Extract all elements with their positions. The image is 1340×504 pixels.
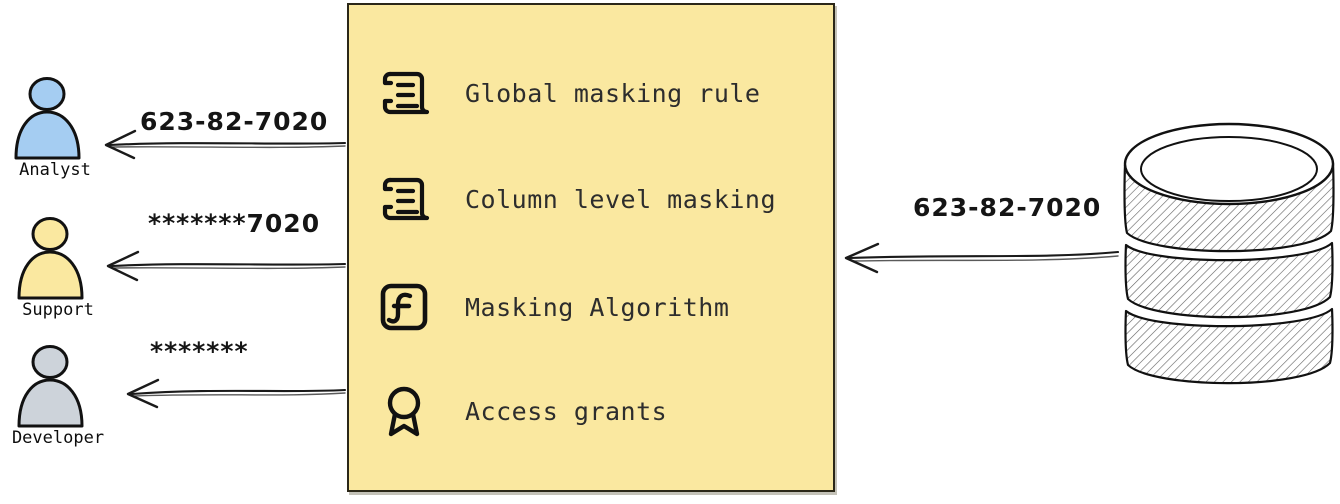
ribbon-award-icon — [387, 386, 421, 437]
flow-label-developer: ******* — [150, 337, 249, 366]
flow-label-support: *******7020 — [148, 209, 321, 238]
actor-label: Support — [22, 300, 94, 320]
actor-developer[interactable]: Developer — [3, 340, 113, 448]
flow-label-database: 623-82-7020 — [913, 193, 1102, 222]
arrow-to-support — [106, 250, 347, 282]
person-icon — [17, 345, 84, 428]
actor-label: Developer — [11, 428, 105, 448]
person-icon — [17, 217, 84, 300]
policy-panel: Global masking rule Column level masking — [347, 3, 835, 492]
scroll-icon — [382, 177, 430, 221]
policy-item-label: Global masking rule — [465, 78, 761, 108]
policy-item[interactable]: Global masking rule — [377, 63, 760, 123]
policy-list: Global masking rule Column level masking — [349, 5, 833, 490]
function-box-icon — [380, 283, 428, 331]
policy-item[interactable]: Access grants — [377, 381, 667, 441]
actor-label: Analyst — [19, 160, 91, 180]
arrow-db-to-panel — [844, 242, 1120, 274]
database-cylinder-icon — [1123, 122, 1335, 385]
actor-analyst[interactable]: Analyst — [0, 72, 110, 180]
policy-item-label: Access grants — [465, 396, 668, 426]
arrow-to-analyst — [104, 129, 347, 160]
flow-label-analyst: 623-82-7020 — [140, 107, 329, 136]
scroll-icon — [382, 71, 430, 115]
policy-item-label: Column level masking — [465, 184, 777, 214]
person-icon — [14, 77, 81, 160]
policy-item-label: Masking Algorithm — [465, 292, 730, 322]
policy-item[interactable]: Masking Algorithm — [377, 277, 729, 337]
database-node[interactable] — [1118, 113, 1340, 403]
arrow-to-developer — [126, 378, 347, 409]
actor-support[interactable]: Support — [3, 212, 113, 320]
policy-item[interactable]: Column level masking — [377, 169, 776, 229]
